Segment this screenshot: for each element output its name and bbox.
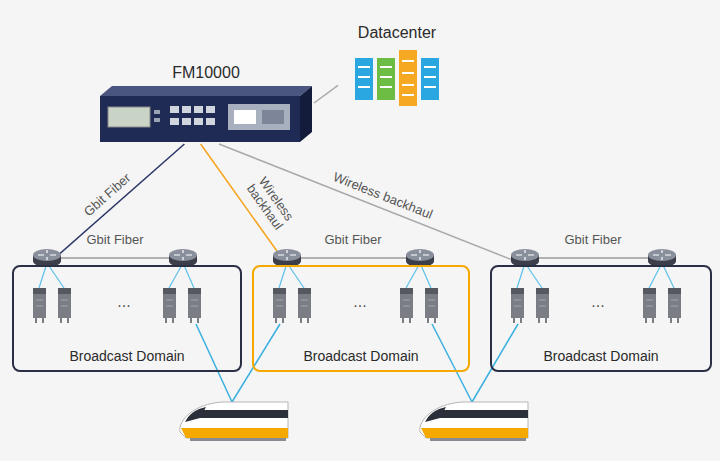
node-label: Broadcast Domain (303, 348, 418, 364)
broadcast-domain: Broadcast Domain (490, 265, 712, 372)
train-icon (180, 402, 528, 441)
switch-device (100, 86, 312, 142)
broadcast-domain: Broadcast Domain (252, 265, 470, 372)
ellipsis-mark: ... (589, 293, 606, 311)
switch-node: FM10000 (98, 62, 314, 144)
node-label: FM10000 (172, 64, 240, 82)
link-label: Gbit Fiber (562, 233, 623, 247)
broadcast-domain: Broadcast Domain (12, 265, 242, 372)
datacenter-node: Datacenter (338, 22, 456, 110)
link-label: Gbit Fiber (84, 233, 145, 247)
link-label: Gbit Fiber (322, 233, 383, 247)
node-label: Broadcast Domain (543, 348, 658, 364)
link-line (219, 144, 525, 265)
link-line (314, 85, 338, 103)
link-line (47, 144, 184, 265)
access-point (33, 288, 681, 323)
node-label: Broadcast Domain (69, 348, 184, 364)
fiber-line (47, 257, 662, 259)
link-label: Wireless backhaul (239, 168, 301, 238)
ellipsis-mark: ... (115, 293, 132, 311)
link-label: Wireless backhaul (329, 169, 436, 223)
ellipsis-mark: ... (351, 293, 368, 311)
server-icon (355, 50, 439, 106)
link-label: Gbit Fiber (80, 170, 135, 221)
node-label: Datacenter (358, 24, 436, 42)
